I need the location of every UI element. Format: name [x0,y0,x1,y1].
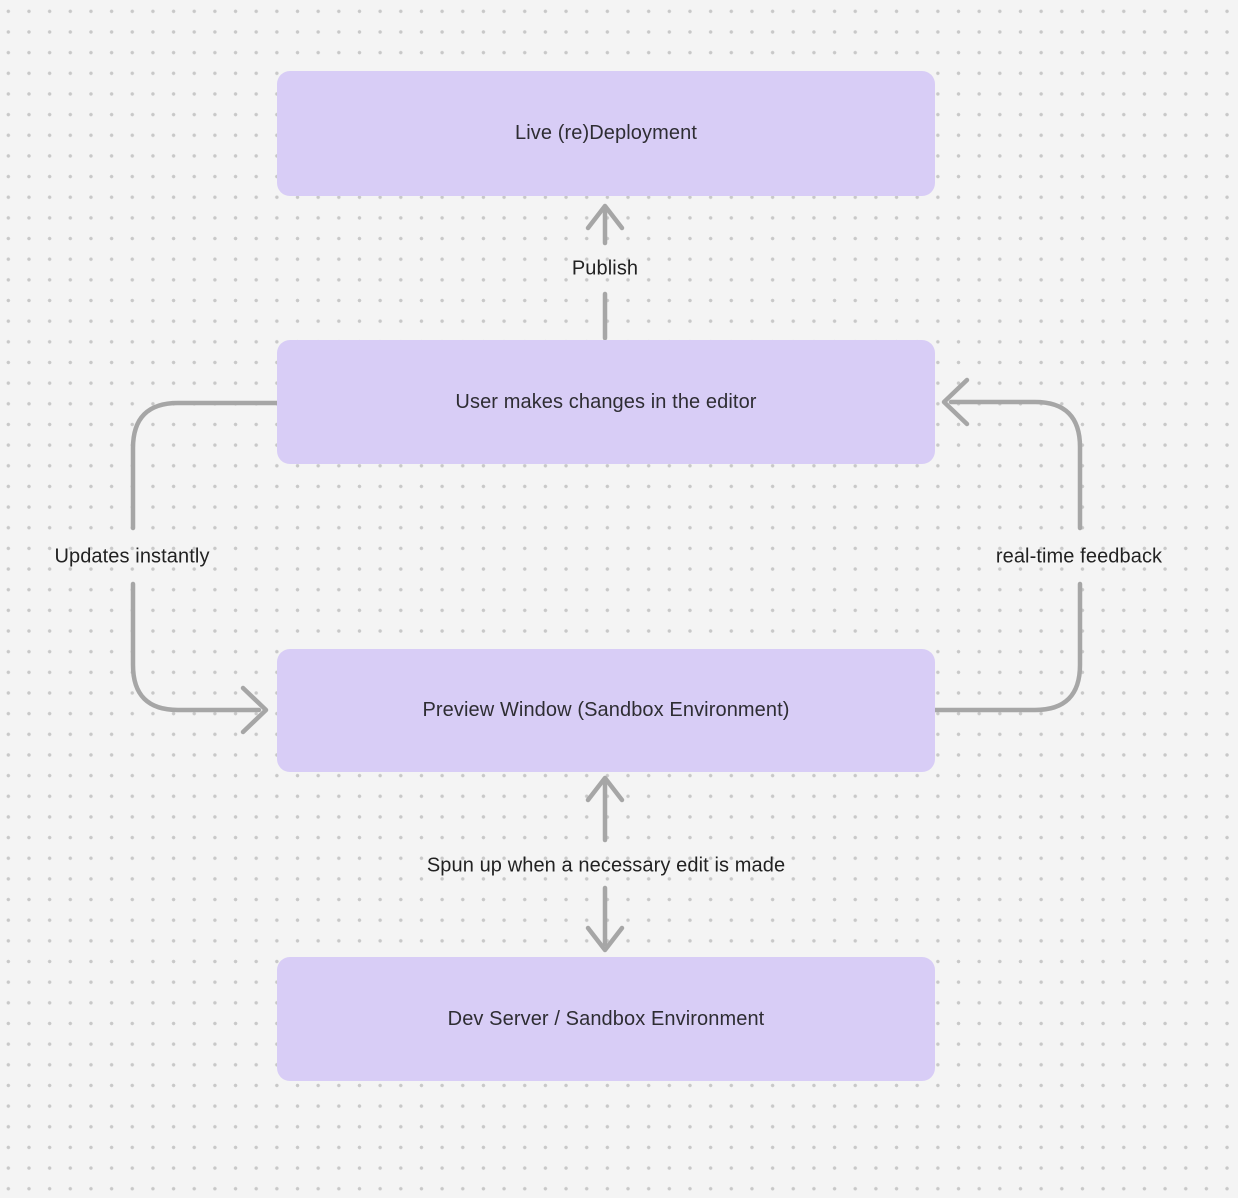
node-label: Preview Window (Sandbox Environment) [422,699,790,721]
node-live-deployment[interactable]: Live (re)Deployment [277,71,935,196]
node-label: Dev Server / Sandbox Environment [447,1007,765,1030]
arrowhead-right-icon [240,685,269,735]
edge-label-publish: Publish [571,257,639,280]
edge-label-updates-instantly: Updates instantly [54,545,210,568]
arrowhead-down-icon [585,925,625,953]
node-editor[interactable]: User makes changes in the editor [277,340,935,464]
arrowhead-left-icon [941,377,970,427]
node-preview[interactable]: Preview Window (Sandbox Environment) [277,649,935,772]
edge-label-spun-up: Spun up when a necessary edit is made [426,854,786,877]
node-label: User makes changes in the editor [455,390,757,413]
node-label: Live (re)Deployment [515,122,697,144]
arrowhead-up-icon [585,203,625,231]
edge-label-real-time-feedback: real-time feedback [995,545,1163,568]
arrowhead-up-icon [585,775,625,803]
node-dev-server[interactable]: Dev Server / Sandbox Environment [277,957,935,1081]
